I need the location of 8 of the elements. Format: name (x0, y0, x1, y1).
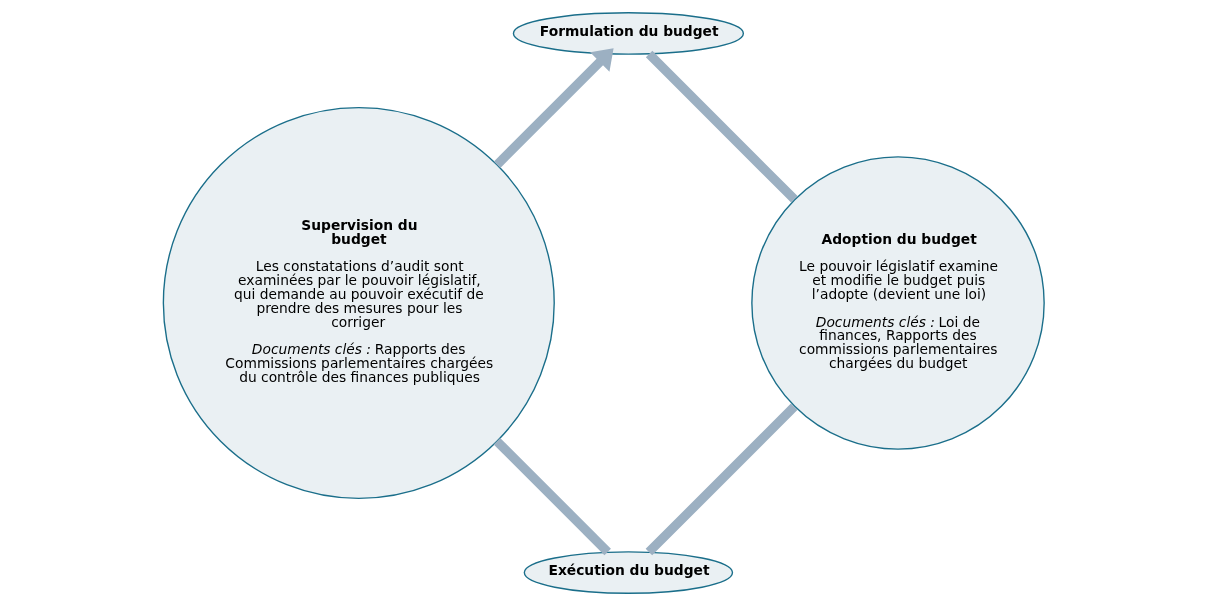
node-circle: Supervision du budget Les constatations d’audit sont examinées par le pouvoir législatif, qui demande au pouvoir exécutif de prendre des mesures pour les corriger Documents clés : Rapports des Commissions parlementaires chargées du contrôle des finances publiques (162, 106, 555, 500)
node-ellipse: Formulation du budget (512, 12, 744, 55)
arrow (493, 48, 614, 168)
connector (493, 437, 611, 556)
node-circle: Adoption du budget Le pouvoir législatif examine et modifie le budget puis l’adopte (devient une loi) Documents clés : Loi de finances, Rapports des commissions parlementaires chargées du budget (750, 156, 1045, 450)
connector (645, 50, 798, 203)
connector (645, 403, 797, 556)
node-ellipse: Exécution du budget (523, 551, 733, 594)
